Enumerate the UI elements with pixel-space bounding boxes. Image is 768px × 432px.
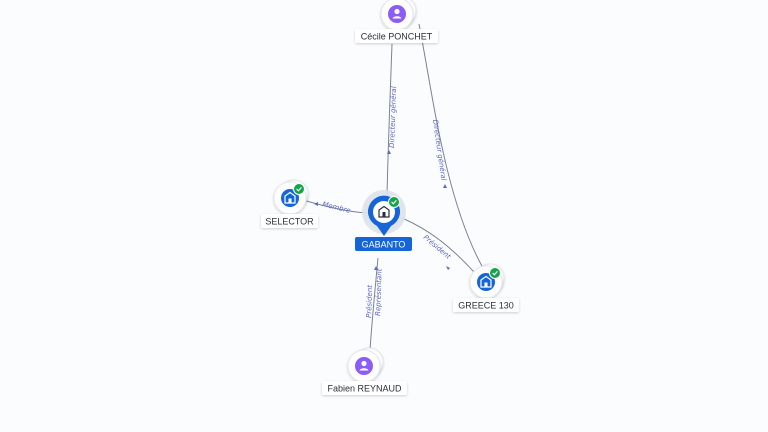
person-icon	[355, 357, 373, 375]
person-icon	[388, 5, 406, 23]
verified-icon	[388, 196, 400, 208]
edge-label-cecile-greece: Directeur général	[431, 119, 447, 181]
edge-label-fabien-gabanto-line1: Président	[365, 285, 374, 318]
verified-icon	[489, 267, 501, 279]
building-icon	[477, 273, 495, 291]
arrow-cecile-gabanto	[387, 150, 391, 154]
node-greece-130[interactable]: GREECE 130	[453, 263, 519, 312]
edge-gabanto-greece[interactable]	[401, 217, 475, 273]
arrow-gabanto-greece	[446, 266, 450, 270]
arrow-gabanto-selector	[314, 202, 318, 206]
arrow-fabien-gabanto	[374, 266, 378, 270]
node-label-box	[453, 298, 519, 312]
edge-cecile-gabanto[interactable]	[386, 43, 393, 197]
node-label-box	[322, 381, 407, 395]
node-gabanto[interactable]: GABANTO	[355, 190, 412, 251]
node-label-box	[355, 237, 412, 251]
node-fabien-reynaud[interactable]: Fabien REYNAUD	[322, 347, 407, 395]
building-icon	[281, 189, 299, 207]
edge-arrows	[314, 150, 450, 270]
node-label: GABANTO	[362, 240, 406, 250]
node-label: SELECTOR	[265, 217, 314, 227]
node-selector[interactable]: SELECTOR	[261, 179, 318, 228]
edge-label-fabien-gabanto-line2: Représentant	[374, 268, 384, 316]
arrow-cecile-greece	[443, 184, 447, 188]
edge-label-gabanto-selector: Membre	[322, 200, 352, 215]
edge-fabien-gabanto[interactable]	[369, 257, 379, 351]
node-label: GREECE 130	[458, 301, 514, 311]
building-icon	[378, 205, 390, 218]
edge-cecile-greece[interactable]	[418, 23, 484, 269]
node-cecile-ponchet[interactable]: Cécile PONCHET	[355, 0, 438, 43]
node-label: Fabien REYNAUD	[327, 384, 402, 394]
node-label-box	[261, 214, 318, 228]
verified-icon	[293, 183, 305, 195]
edge-label-cecile-gabanto: Directeur général	[388, 86, 398, 148]
node-label: Cécile PONCHET	[361, 32, 433, 42]
node-label-box	[355, 29, 438, 43]
